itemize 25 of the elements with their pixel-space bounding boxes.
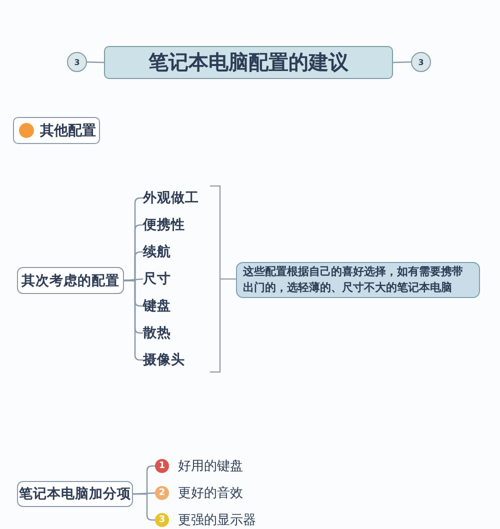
connector-line [392, 61, 412, 64]
item-text: 续航 [143, 242, 171, 262]
title-box: 笔记本电脑配置的建议 [104, 46, 393, 79]
item-text: 键盘 [143, 296, 171, 316]
number-circle: 3 [411, 52, 431, 72]
topic-box: 其次考虑的配置 [17, 267, 124, 294]
item-text: 更好的音效 [178, 485, 243, 502]
topic-box: 笔记本电脑加分项 [17, 481, 133, 507]
item-text: 摄像头 [143, 350, 185, 370]
item-text: 更强的显示器 [178, 512, 256, 529]
item-text: 尺寸 [143, 269, 171, 289]
connector-line [86, 61, 104, 64]
number-badge: 1 [155, 459, 169, 473]
number-circle: 3 [67, 52, 87, 72]
number-badge: 2 [155, 486, 169, 500]
item-text: 好用的键盘 [178, 458, 243, 475]
connector-line [124, 278, 144, 282]
connector-line [132, 492, 156, 495]
summary-box: 这些配置根据自己的喜好选择，如有需要携带出门的，选轻薄的、尺寸不大的笔记本电脑 [236, 262, 480, 298]
item-text: 外观做工 [143, 188, 199, 208]
item-text: 散热 [143, 323, 171, 343]
number-badge: 3 [155, 513, 169, 527]
topic-box [13, 117, 100, 144]
topic-text: 其他配置 [40, 122, 96, 140]
item-text: 便携性 [143, 215, 185, 235]
